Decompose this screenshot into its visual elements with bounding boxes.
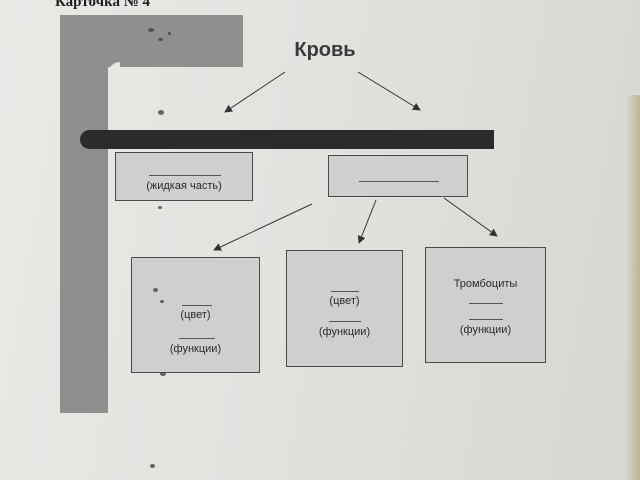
arrow-cells-to-red: [213, 203, 313, 251]
binder-bracket-corner: [108, 62, 120, 74]
cells-answer-blank[interactable]: [359, 181, 439, 182]
red-color-blank[interactable]: [182, 305, 212, 306]
ink-smudge: [148, 28, 154, 32]
plasma-hint: (жидкая часть): [146, 180, 222, 192]
binder-bracket-horizontal: [60, 15, 243, 67]
ink-smudge: [160, 372, 166, 376]
ink-smudge: [158, 110, 164, 115]
plasma-answer-blank[interactable]: [149, 175, 221, 176]
white-function-hint: (функции): [318, 326, 371, 338]
white-function-blank[interactable]: [329, 321, 361, 322]
ink-smudge: [158, 206, 162, 209]
red-color-hint: (цвет): [180, 309, 211, 321]
divider-bar: [80, 130, 494, 149]
white-color-blank[interactable]: [331, 291, 359, 292]
arrow-cells-to-platelets: [443, 197, 498, 237]
binder-bracket-vertical: [60, 15, 108, 413]
platelets-blank-2[interactable]: [469, 319, 503, 320]
red-function-blank[interactable]: [179, 338, 215, 339]
ink-smudge: [153, 288, 158, 292]
white-color-hint: (цвет): [329, 295, 360, 307]
ink-smudge: [160, 300, 164, 303]
plasma-box: (жидкая часть): [115, 152, 253, 201]
ink-smudge: [150, 464, 155, 468]
card-title: Карточка № 4: [55, 0, 151, 10]
arrow-cells-to-white: [357, 199, 377, 244]
table-edge: [626, 95, 640, 480]
diagram-root-title: Кровь: [294, 39, 356, 61]
white-cells-box: (цвет) (функции): [286, 250, 403, 367]
platelets-function-hint: (функции): [459, 324, 512, 336]
arrow-root-to-plasma: [224, 71, 286, 113]
red-cells-box: (цвет) (функции): [131, 257, 260, 373]
platelets-box: Тромбоциты (функции): [425, 247, 546, 363]
platelets-name: Тромбоциты: [453, 278, 518, 290]
cells-box: [328, 155, 468, 197]
arrow-root-to-cells: [357, 71, 421, 111]
red-function-hint: (функции): [169, 343, 222, 355]
ink-smudge: [168, 32, 171, 35]
platelets-blank-1[interactable]: [469, 303, 503, 304]
ink-smudge: [158, 38, 163, 41]
